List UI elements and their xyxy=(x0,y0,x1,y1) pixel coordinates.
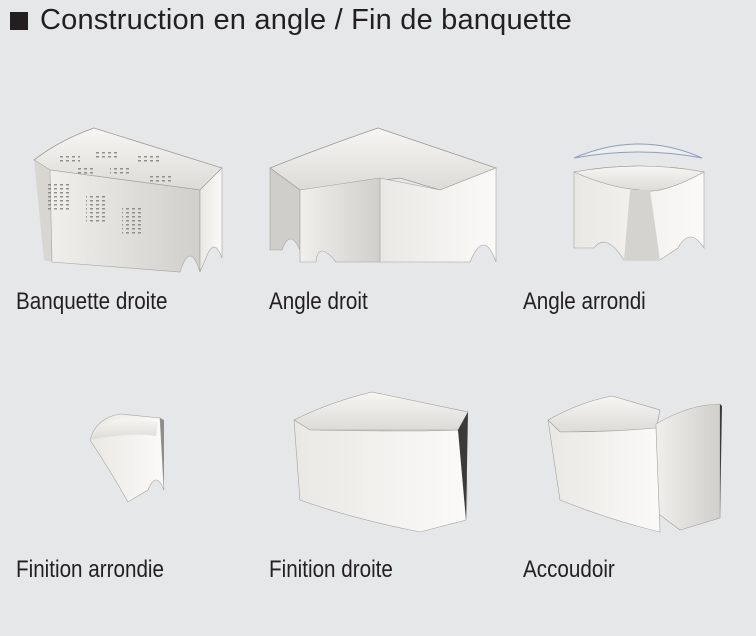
page-header: Construction en angle / Fin de banquette xyxy=(10,4,572,37)
banquette-droite-shape xyxy=(33,127,223,273)
item-label-finition-droite: Finition droite xyxy=(269,556,393,583)
item-label-accoudoir: Accoudoir xyxy=(523,556,615,583)
item-label-finition-arrondie: Finition arrondie xyxy=(16,556,165,583)
square-bullet-icon xyxy=(10,11,28,30)
item-label-banquette-droite: Banquette droite xyxy=(16,288,168,315)
accoudoir-shape xyxy=(547,395,722,533)
finition-droite-shape xyxy=(293,391,469,533)
finition-arrondie-shape xyxy=(89,413,165,503)
item-label-angle-arrondi: Angle arrondi xyxy=(523,288,646,315)
item-label-angle-droit: Angle droit xyxy=(269,288,368,315)
angle-arrondi-shape xyxy=(572,143,705,261)
angle-droit-shape xyxy=(269,127,498,263)
page-title: Construction en angle / Fin de banquette xyxy=(40,4,572,36)
